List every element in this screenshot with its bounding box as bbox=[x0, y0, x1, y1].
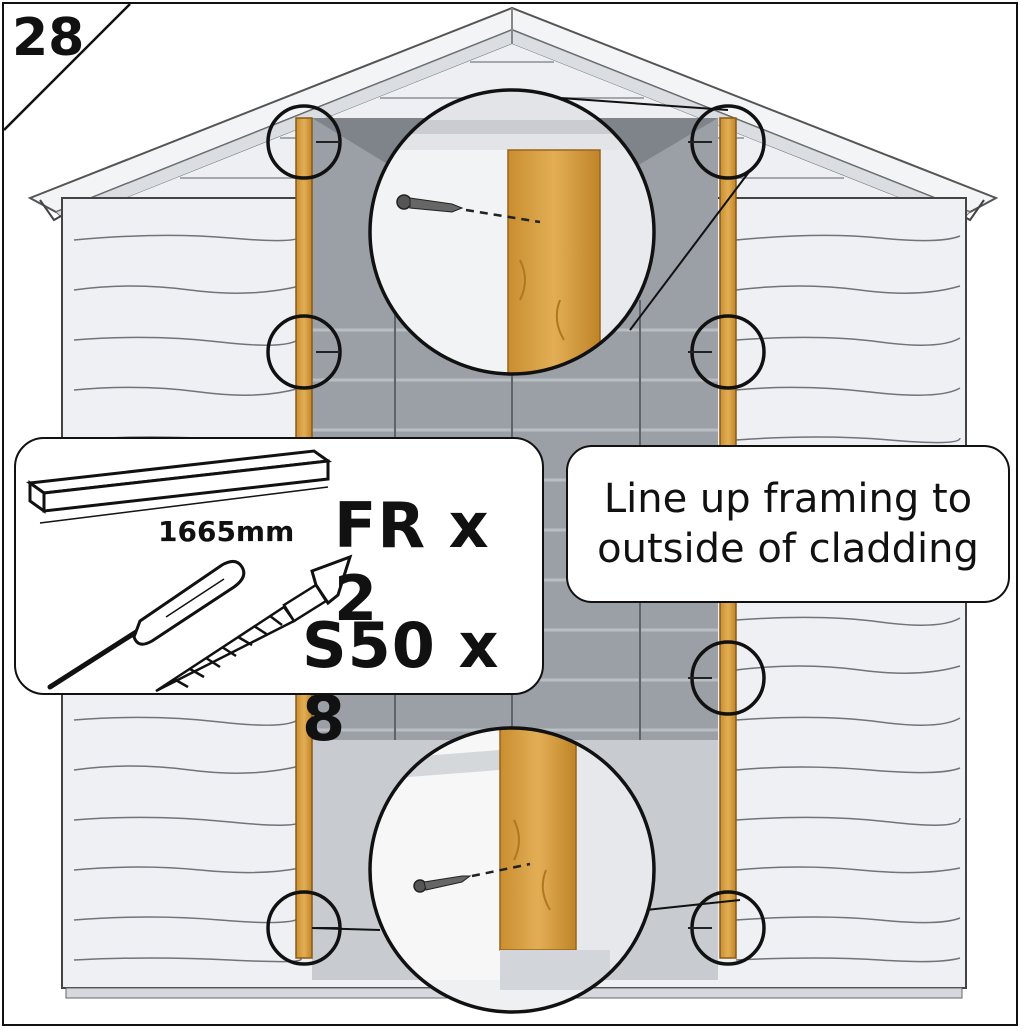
detail-magnifier-top bbox=[368, 88, 656, 376]
instruction-text: Line up framing to outside of cladding bbox=[597, 476, 979, 572]
instruction-callout: Line up framing to outside of cladding bbox=[566, 445, 1010, 603]
screw-icon bbox=[396, 194, 541, 224]
screw-s50-icon bbox=[155, 554, 353, 693]
screw-icon bbox=[413, 862, 531, 893]
framing-length-label: 1665mm bbox=[158, 515, 295, 548]
detail-magnifier-bottom bbox=[368, 726, 656, 1014]
framing-quantity-label: FR x 2 bbox=[334, 489, 490, 635]
step-number: 28 bbox=[12, 8, 85, 68]
screw-quantity-label: S50 x 8 bbox=[302, 609, 500, 755]
parts-box: 1665mm FR x 2 S50 x 8 bbox=[14, 437, 544, 755]
screwdriver-icon bbox=[47, 560, 246, 690]
framing-timber-icon bbox=[25, 449, 333, 524]
step-badge bbox=[3, 3, 131, 131]
